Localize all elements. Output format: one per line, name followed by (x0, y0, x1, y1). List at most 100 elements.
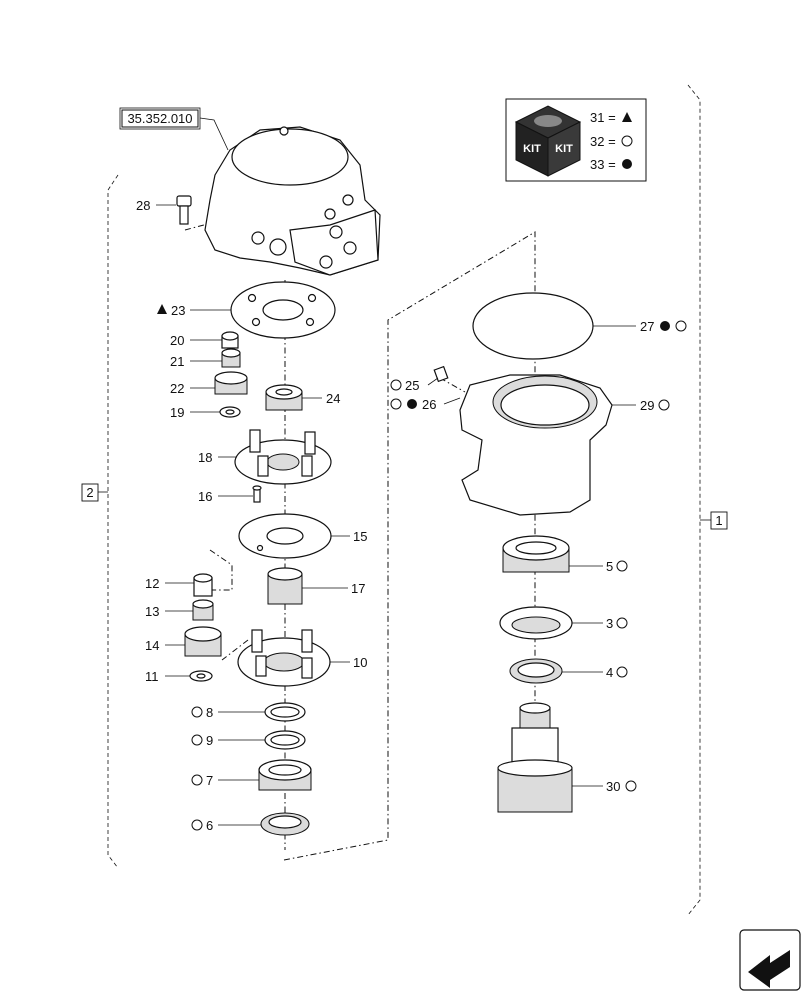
filled-circle-icon (622, 159, 632, 169)
svg-text:23: 23 (171, 303, 185, 318)
open-circle-icon (616, 617, 628, 629)
callout-14[interactable]: 14 (145, 638, 159, 653)
callout-18[interactable]: 18 (198, 450, 212, 465)
gear-17 (267, 567, 303, 605)
carrier-10 (237, 629, 331, 687)
callout-23[interactable]: 23 (157, 303, 185, 318)
callout-19[interactable]: 19 (170, 405, 184, 420)
svg-text:9: 9 (206, 733, 213, 748)
reference-box[interactable]: 35.352.010 (119, 107, 201, 130)
svg-text:18: 18 (198, 450, 212, 465)
callout-3[interactable]: 3 (606, 616, 628, 631)
pin-20 (221, 331, 239, 349)
group-bracket-right (687, 84, 701, 916)
svg-text:KIT: KIT (555, 143, 573, 155)
plate-23 (230, 281, 336, 339)
pinion-shaft-30 (497, 702, 573, 813)
gear-22 (214, 371, 248, 395)
callout-26[interactable]: 26 (390, 397, 436, 412)
svg-text:8: 8 (206, 705, 213, 720)
svg-text:32 =: 32 = (590, 134, 616, 149)
svg-text:14: 14 (145, 638, 159, 653)
callout-10[interactable]: 10 (353, 655, 367, 670)
callout-21[interactable]: 21 (170, 354, 184, 369)
callout-29[interactable]: 29 (640, 398, 670, 413)
callout-4[interactable]: 4 (606, 665, 628, 680)
callout-8[interactable]: 8 (191, 705, 213, 720)
pin-12 (193, 573, 213, 597)
open-circle-icon (621, 135, 633, 147)
open-circle-icon (191, 774, 203, 786)
svg-text:24: 24 (326, 391, 340, 406)
callout-28[interactable]: 28 (136, 198, 150, 213)
plate-15 (238, 513, 332, 559)
callout-25[interactable]: 25 (390, 378, 419, 393)
screw-16 (252, 485, 262, 503)
washer-19 (219, 406, 241, 418)
leader-lines (156, 204, 636, 826)
open-circle-icon (675, 320, 687, 332)
svg-text:31 =: 31 = (590, 110, 616, 125)
svg-text:17: 17 (351, 581, 365, 596)
callout-5[interactable]: 5 (606, 559, 628, 574)
svg-text:10: 10 (353, 655, 367, 670)
svg-text:13: 13 (145, 604, 159, 619)
svg-text:19: 19 (170, 405, 184, 420)
svg-text:6: 6 (206, 818, 213, 833)
open-circle-icon (616, 560, 628, 572)
open-circle-icon (191, 734, 203, 746)
callout-17[interactable]: 17 (351, 581, 365, 596)
group-label-left[interactable]: 2 (81, 483, 99, 502)
svg-text:5: 5 (606, 559, 613, 574)
callout-24[interactable]: 24 (326, 391, 340, 406)
callout-15[interactable]: 15 (353, 529, 367, 544)
bearing-13 (192, 599, 214, 621)
next-page-arrow-icon[interactable] (739, 929, 801, 991)
callout-20[interactable]: 20 (170, 333, 184, 348)
callout-16[interactable]: 16 (198, 489, 212, 504)
callout-9[interactable]: 9 (191, 733, 213, 748)
svg-text:28: 28 (136, 198, 150, 213)
callout-12[interactable]: 12 (145, 576, 159, 591)
svg-text:20: 20 (170, 333, 184, 348)
o-ring-27 (472, 292, 594, 360)
callout-6[interactable]: 6 (191, 818, 213, 833)
callout-27[interactable]: 27 (640, 319, 687, 334)
open-circle-icon (625, 780, 637, 792)
filled-circle-icon (660, 321, 670, 331)
group-label-right[interactable]: 1 (710, 511, 728, 530)
open-circle-icon (390, 398, 402, 410)
callout-13[interactable]: 13 (145, 604, 159, 619)
svg-text:KIT: KIT (523, 143, 541, 155)
svg-text:12: 12 (145, 576, 159, 591)
callout-30[interactable]: 30 (606, 779, 637, 794)
svg-text:29: 29 (640, 398, 654, 413)
ring-9 (264, 730, 306, 750)
carrier-18 (234, 429, 332, 485)
svg-text:7: 7 (206, 773, 213, 788)
callout-22[interactable]: 22 (170, 381, 184, 396)
svg-text:3: 3 (606, 616, 613, 631)
triangle-icon (157, 304, 167, 314)
bearing-21 (221, 348, 241, 368)
svg-text:11: 11 (145, 669, 159, 684)
callout-11[interactable]: 11 (145, 669, 159, 684)
callout-7[interactable]: 7 (191, 773, 213, 788)
kit-legend: KIT KIT 31 = 32 = 33 = (505, 98, 647, 182)
open-circle-icon (191, 706, 203, 718)
svg-text:27: 27 (640, 319, 654, 334)
open-circle-icon (390, 379, 402, 391)
ring-8 (264, 702, 306, 722)
svg-text:4: 4 (606, 665, 613, 680)
filled-circle-icon (407, 399, 417, 409)
bolt-28 (176, 195, 192, 225)
svg-text:15: 15 (353, 529, 367, 544)
svg-text:16: 16 (198, 489, 212, 504)
svg-text:30: 30 (606, 779, 620, 794)
seal-3 (499, 606, 573, 640)
svg-text:26: 26 (422, 397, 436, 412)
svg-text:1: 1 (715, 513, 722, 528)
triangle-icon (622, 112, 632, 122)
bearing-7 (258, 759, 312, 791)
